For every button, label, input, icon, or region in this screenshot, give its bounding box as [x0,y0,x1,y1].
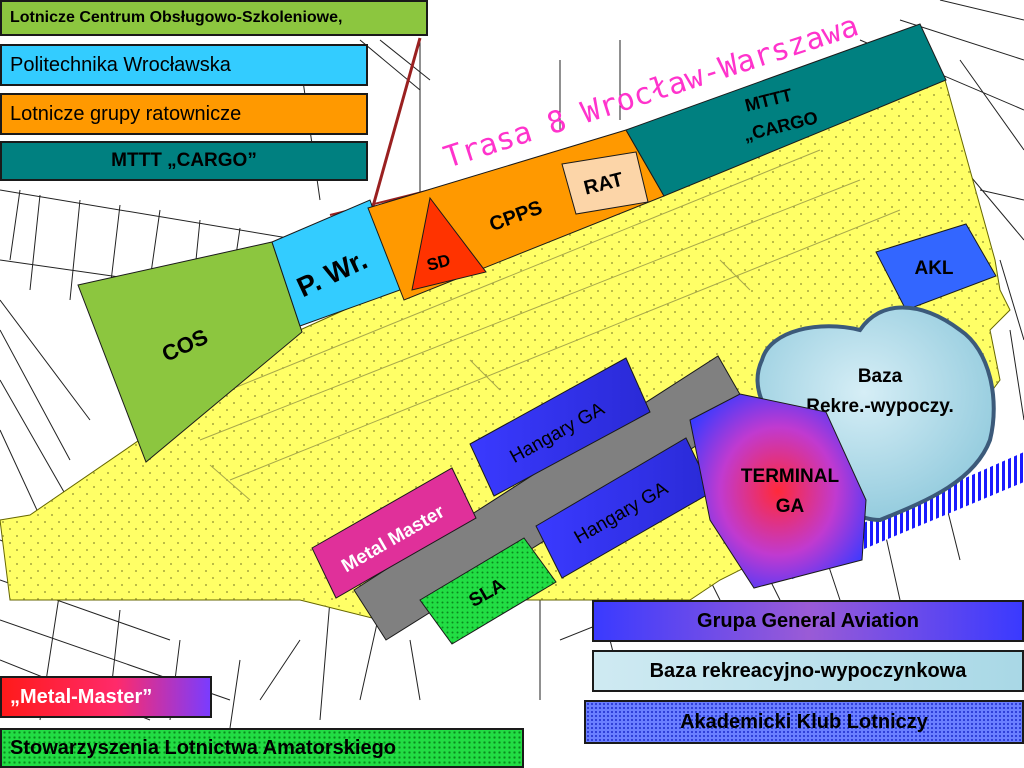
legend-ga: Grupa General Aviation [592,600,1024,642]
zone-hangars-1 [469,357,651,497]
zone-baza-label-1: Baza [858,366,903,387]
zone-rat [561,151,649,215]
zone-akl-label: AKL [914,258,953,279]
zone-terminal-label-1: TERMINAL [741,466,840,487]
zone-sd [411,196,487,291]
legend-pwr: Politechnika Wrocławska [0,44,368,86]
legend-lgr: Lotnicze grupy ratownicze [0,93,368,135]
legend-metal-master: „Metal-Master” [0,676,212,718]
legend-pwr-text: Politechnika Wrocławska [10,53,231,76]
legend-mttt: MTTT „CARGO” [0,141,368,181]
zone-baza-label-2: Rekre.-wypoczy. [806,396,953,417]
legend-akl-text: Akademicki Klub Lotniczy [680,710,928,733]
zone-akl [875,223,997,311]
zone-sla [419,537,557,645]
legend-ga-text: Grupa General Aviation [697,609,919,632]
legend-locs: Lotnicze Centrum Obsługowo-Szkoleniowe, [0,0,428,36]
legend-akl: Akademicki Klub Lotniczy [584,700,1024,744]
legend-sla: Stowarzyszenia Lotnictwa Amatorskiego [0,728,524,768]
rail-line [370,37,422,211]
zone-terminal-ga [689,393,867,589]
legend-lgr-text: Lotnicze grupy ratownicze [10,102,242,125]
zone-terminal-label-2: GA [776,496,805,517]
legend-baza: Baza rekreacyjno-wypoczynkowa [592,650,1024,692]
legend-metal-master-text: „Metal-Master” [10,685,153,708]
legend-baza-text: Baza rekreacyjno-wypoczynkowa [649,659,967,682]
legend-mttt-text: MTTT „CARGO” [111,150,257,171]
zone-cos [77,241,303,463]
zone-metal-master [311,467,477,599]
zone-mttt [625,23,947,197]
legend-locs-text: Lotnicze Centrum Obsługowo-Szkoleniowe, [10,9,343,26]
legend-sla-text: Stowarzyszenia Lotnictwa Amatorskiego [10,736,397,759]
